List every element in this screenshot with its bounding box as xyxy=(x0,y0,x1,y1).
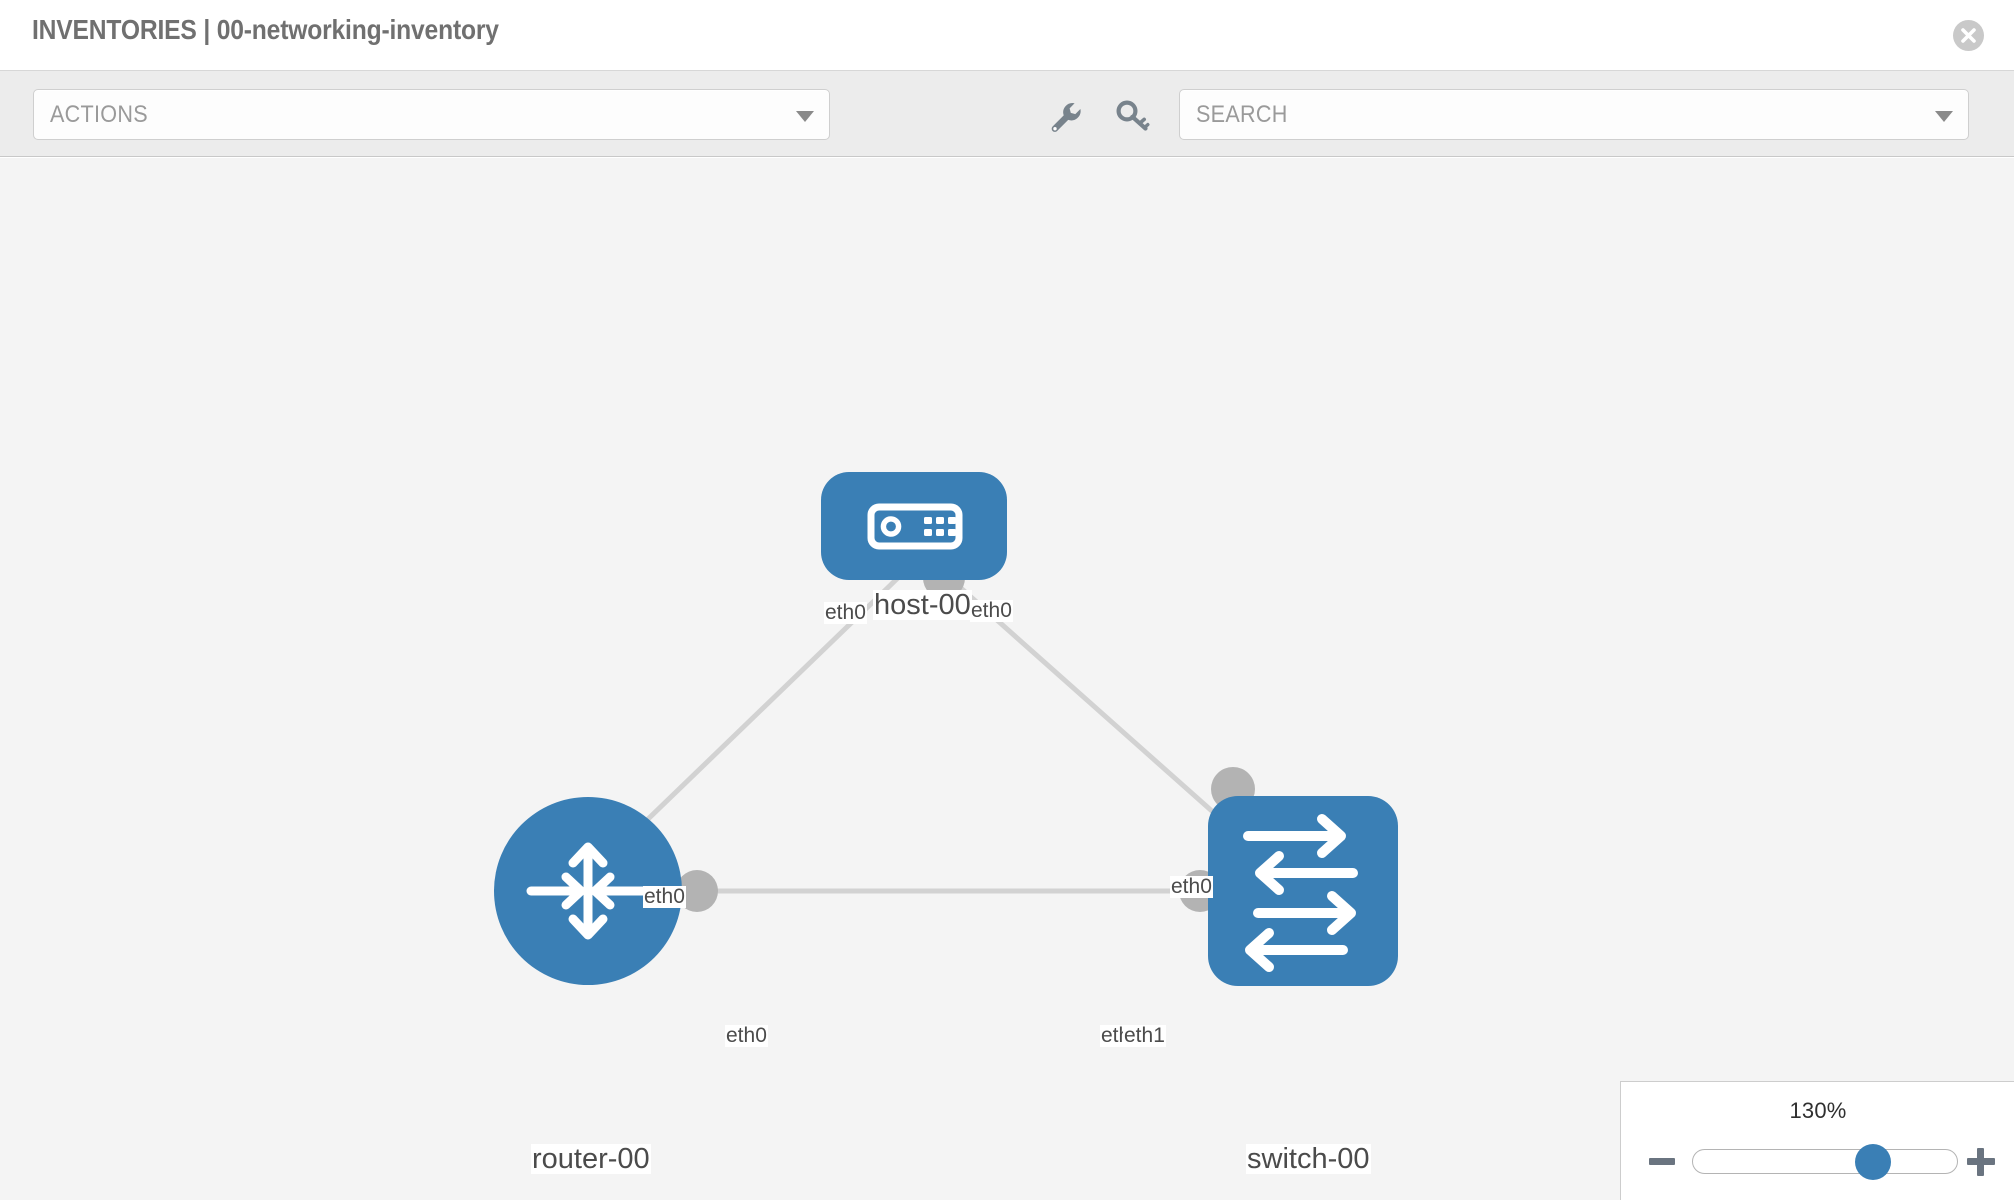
server-icon xyxy=(867,503,963,550)
actions-dropdown[interactable]: ACTIONS xyxy=(33,89,830,140)
topology-canvas[interactable]: eth0 host-00 eth0 eth0 eth0 eth0 eth0 et… xyxy=(0,158,2014,1200)
minus-icon[interactable] xyxy=(1648,1147,1676,1175)
link-label-eth0-switch-north: eth0 xyxy=(1170,875,1213,899)
zoom-slider-track[interactable] xyxy=(1692,1144,1958,1180)
port-router-east[interactable] xyxy=(676,870,718,912)
node-label-router-00: router-00 xyxy=(531,1143,651,1175)
zoom-level-label: 130% xyxy=(1789,1098,1847,1123)
toolbar: ACTIONS SEARCH xyxy=(0,71,2014,157)
node-router-00[interactable] xyxy=(494,797,682,985)
router-arrows-icon xyxy=(526,842,650,940)
title-bar: INVENTORIES | 00-networking-inventory xyxy=(0,0,2014,71)
node-switch-00[interactable] xyxy=(1208,796,1398,986)
topology-graph[interactable] xyxy=(0,158,2014,1200)
actions-dropdown-label: ACTIONS xyxy=(50,100,148,128)
key-icon[interactable] xyxy=(1114,97,1152,135)
switch-arrows-icon xyxy=(1243,814,1358,972)
node-label-host-00: host-00 xyxy=(873,589,972,621)
chevron-down-icon[interactable] xyxy=(1935,110,1953,122)
search-placeholder: SEARCH xyxy=(1196,100,1288,128)
zoom-slider-thumb[interactable] xyxy=(1854,1144,1891,1180)
zoom-slider-row xyxy=(1621,1138,2014,1184)
link-label-eth0-host-right: eth0 xyxy=(970,599,1013,623)
link-label-eth0-router-east: eth0 xyxy=(725,1024,768,1048)
node-host-00[interactable] xyxy=(821,472,1007,580)
chevron-down-icon[interactable] xyxy=(796,110,814,122)
link-label-eth0-router-north: eth0 xyxy=(643,885,686,909)
close-icon[interactable] xyxy=(1953,20,1984,51)
search-input[interactable]: SEARCH xyxy=(1179,89,1969,140)
node-label-switch-00: switch-00 xyxy=(1246,1143,1371,1175)
link-label-eth0-host-left: eth0 xyxy=(824,601,867,625)
plus-icon[interactable] xyxy=(1966,1147,1995,1176)
wrench-icon[interactable] xyxy=(1046,97,1084,135)
page-title: INVENTORIES | 00-networking-inventory xyxy=(32,14,499,45)
zoom-control-panel: 130% xyxy=(1620,1081,2014,1200)
link-label-eth1-switch-west: eth1 xyxy=(1123,1024,1166,1048)
